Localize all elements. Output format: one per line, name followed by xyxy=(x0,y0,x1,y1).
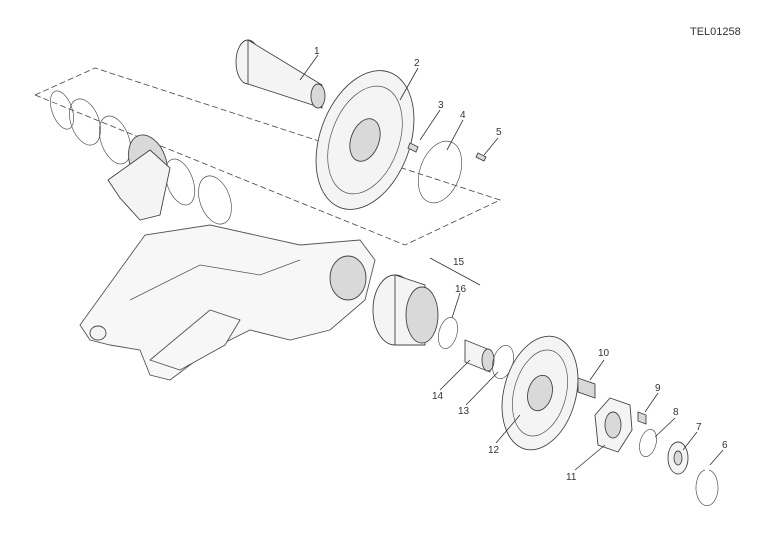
leader-line-5 xyxy=(483,137,499,156)
leader-line-10 xyxy=(589,359,605,381)
part-ref-7: 7 xyxy=(696,422,702,433)
circlip xyxy=(695,469,719,506)
hub-seal xyxy=(438,317,458,349)
part-ref-15: 15 xyxy=(453,257,465,268)
leader-line-7 xyxy=(682,431,698,451)
leader-line-3 xyxy=(419,109,441,141)
tone-wheel xyxy=(417,140,463,204)
part-ref-11: 11 xyxy=(566,472,577,483)
part-ref-16: 16 xyxy=(455,284,467,295)
disc-screw xyxy=(407,142,419,153)
part-ref-6: 6 xyxy=(722,440,728,451)
drawing-code: TEL01258 xyxy=(690,26,741,38)
leader-line-15 xyxy=(429,257,481,286)
leader-line-9 xyxy=(644,392,659,413)
dashed-assembly-outline xyxy=(34,67,502,246)
leader-line-11 xyxy=(574,444,606,471)
sprocket-carrier-hub xyxy=(372,274,439,346)
o-ring xyxy=(639,428,657,458)
part-ref-3: 3 xyxy=(438,100,444,111)
part-ref-12: 12 xyxy=(488,445,500,456)
rear-axle xyxy=(235,39,326,109)
leader-line-16 xyxy=(451,292,461,319)
part-ref-13: 13 xyxy=(458,406,470,417)
leader-line-12 xyxy=(495,414,521,444)
leader-line-1 xyxy=(299,54,319,81)
part-ref-4: 4 xyxy=(460,110,466,121)
part-ref-10: 10 xyxy=(598,348,610,359)
leader-line-8 xyxy=(654,417,676,438)
part-ref-8: 8 xyxy=(673,407,679,418)
tone-wheel-screw xyxy=(475,152,487,162)
part-ref-2: 2 xyxy=(414,58,420,69)
part-ref-14: 14 xyxy=(432,391,444,402)
left-seal-rings xyxy=(50,90,232,225)
sprocket-bushing xyxy=(577,377,596,399)
brake-disc xyxy=(315,70,415,210)
part-ref-1: 1 xyxy=(314,46,320,57)
sprocket-flange xyxy=(594,397,633,453)
flange-nut xyxy=(637,411,647,425)
part-ref-9: 9 xyxy=(655,383,661,394)
leader-line-13 xyxy=(465,371,499,406)
part-ref-5: 5 xyxy=(496,127,502,138)
rear-sprocket xyxy=(501,335,579,451)
spacer-bushing xyxy=(464,339,495,373)
leader-line-14 xyxy=(439,359,471,391)
leader-line-6 xyxy=(709,449,724,466)
swingarm xyxy=(79,224,376,381)
leader-line-4 xyxy=(446,119,464,151)
leader-line-2 xyxy=(399,67,419,101)
